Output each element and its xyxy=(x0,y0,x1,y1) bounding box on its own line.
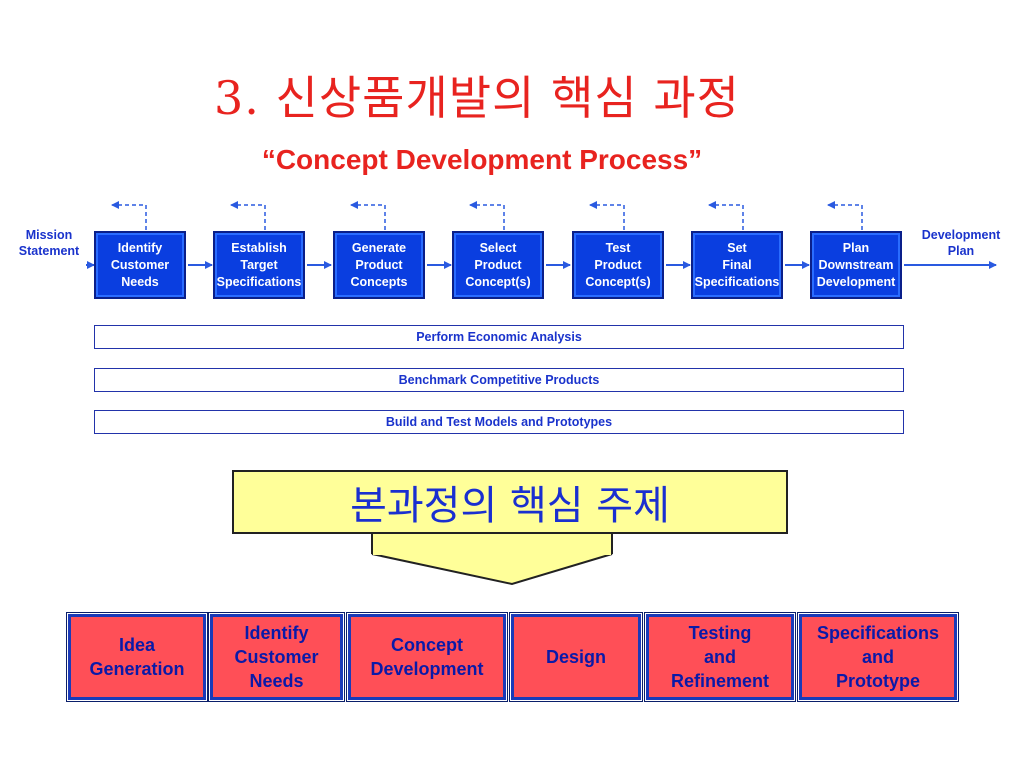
topic-identify-customer-needs: Identify Customer Needs xyxy=(208,612,345,702)
step-set-final-specifications: Set Final Specifications xyxy=(691,231,783,299)
feedback-arrow-1 xyxy=(111,201,147,230)
activity-economic-analysis: Perform Economic Analysis xyxy=(94,325,904,349)
page-subtitle: “Concept Development Process” xyxy=(261,144,703,175)
activity-benchmark-competitive-products: Benchmark Competitive Products xyxy=(94,368,904,392)
feedback-arrow-2 xyxy=(230,201,266,230)
feedback-arrow-4 xyxy=(469,201,505,230)
activity-build-test-prototypes: Build and Test Models and Prototypes xyxy=(94,410,904,434)
feedback-arrow-6 xyxy=(708,201,744,230)
step-plan-downstream-development: Plan Downstream Development xyxy=(810,231,902,299)
topic-testing-and-refinement: Testing and Refinement xyxy=(644,612,796,702)
development-plan-label: Development Plan xyxy=(921,228,1001,258)
step-identify-customer-needs: Identify Customer Needs xyxy=(94,231,186,299)
step-test-product-concepts: Test Product Concept(s) xyxy=(572,231,664,299)
step-establish-target-specifications: Establish Target Specifications xyxy=(213,231,305,299)
topic-idea-generation: Idea Generation xyxy=(66,612,208,702)
step-generate-product-concepts: Generate Product Concepts xyxy=(333,231,425,299)
topic-specifications-and-prototype: Specifications and Prototype xyxy=(797,612,959,702)
step-select-product-concepts: Select Product Concept(s) xyxy=(452,231,544,299)
feedback-arrow-5 xyxy=(589,201,625,230)
page-title: 3. 신상품개발의 핵심 과정 xyxy=(214,71,740,125)
topic-design: Design xyxy=(509,612,643,702)
feedback-arrow-3 xyxy=(350,201,386,230)
topic-concept-development: Concept Development xyxy=(346,612,508,702)
focus-down-arrow xyxy=(371,553,613,586)
mission-statement-label: Mission Statement xyxy=(18,228,80,258)
focus-topic-banner: 본과정의 핵심 주제 xyxy=(232,470,788,534)
feedback-arrow-7 xyxy=(827,201,863,230)
